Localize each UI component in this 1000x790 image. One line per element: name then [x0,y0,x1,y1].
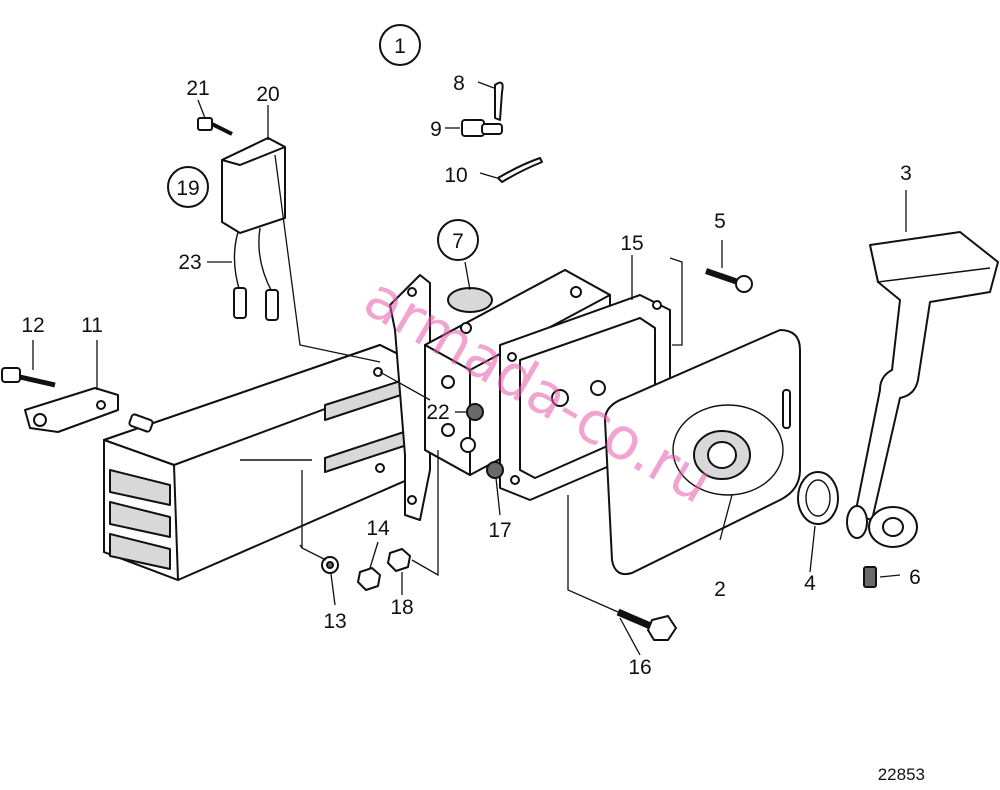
callout-11: 11 [81,314,103,337]
control-lever [846,231,999,548]
cotter-10 [497,157,543,183]
callout-19: 19 [176,177,199,200]
callout-5: 5 [714,210,726,233]
set-screw-6 [863,566,877,588]
callout-23: 23 [178,251,201,274]
callout-9: 9 [430,118,442,141]
bolt-16 [616,608,677,641]
figure-number: 22853 [878,765,925,784]
callout-3: 3 [900,162,912,185]
callout-1: 1 [394,35,406,58]
seal-ring [797,471,839,525]
nut-18 [387,548,411,572]
pin-9 [461,119,503,137]
callout-17: 17 [488,519,511,542]
screw-5 [705,268,753,293]
callout-14: 14 [366,517,390,540]
callout-21: 21 [186,77,209,100]
callout-labels: 1 2 3 4 5 6 7 8 9 10 11 12 13 14 15 16 1… [21,35,921,679]
callout-7: 7 [452,230,464,253]
screw-12 [1,367,56,388]
callout-4: 4 [804,572,816,595]
callout-circle-19 [167,166,209,208]
cotter-pin-8 [494,81,504,121]
callout-6: 6 [909,566,921,589]
switch-box [221,137,286,321]
callout-22: 22 [426,401,449,424]
cover-plate [604,329,801,576]
callout-12: 12 [21,314,44,337]
mounting-bracket [103,344,431,581]
washer-13 [321,556,339,574]
leader-lines [32,81,907,656]
callout-13: 13 [323,610,346,633]
callout-circle-1 [379,24,421,66]
callout-20: 20 [256,83,279,106]
callout-16: 16 [628,656,651,679]
side-plate [389,274,431,521]
callout-8: 8 [453,72,465,95]
callout-10: 10 [444,164,467,187]
screw-21 [197,117,233,136]
callout-15: 15 [620,232,643,255]
clip-11 [24,387,119,433]
callout-2: 2 [714,578,726,601]
callout-18: 18 [390,596,413,619]
nut-14 [357,567,381,591]
callout-circle-7 [437,219,479,261]
